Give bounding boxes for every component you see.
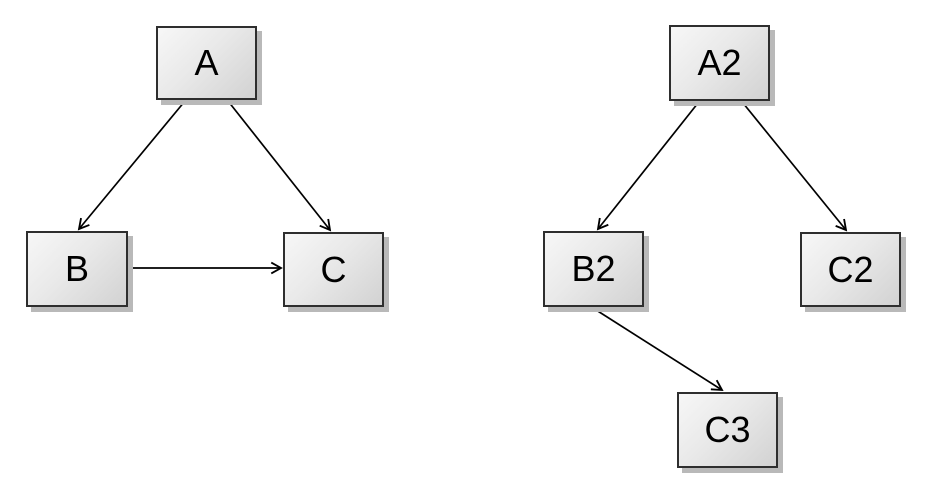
node-c3-label: C3	[704, 409, 751, 450]
node-b-label: B	[64, 248, 89, 289]
node-b2[interactable]: B2	[543, 231, 644, 307]
node-c2[interactable]: C2	[800, 232, 901, 307]
node-c3[interactable]: C3	[677, 392, 778, 468]
node-b[interactable]: B	[26, 231, 128, 307]
edge-a2-to-c2[interactable]	[742, 102, 848, 232]
node-a-label: A	[194, 42, 219, 83]
node-c[interactable]: C	[283, 232, 384, 307]
node-a[interactable]: A	[156, 26, 257, 100]
edge-a-to-c[interactable]	[227, 100, 332, 232]
node-c2-label: C2	[827, 248, 874, 290]
node-c-label: C	[320, 248, 347, 290]
edge-a2-to-b2[interactable]	[596, 102, 699, 231]
edge-b2-to-c3[interactable]	[592, 307, 724, 392]
node-a2[interactable]: A2	[669, 25, 770, 101]
edge-a-to-b[interactable]	[77, 100, 186, 231]
node-a2-label: A2	[697, 42, 742, 83]
node-b2-label: B2	[571, 248, 616, 289]
